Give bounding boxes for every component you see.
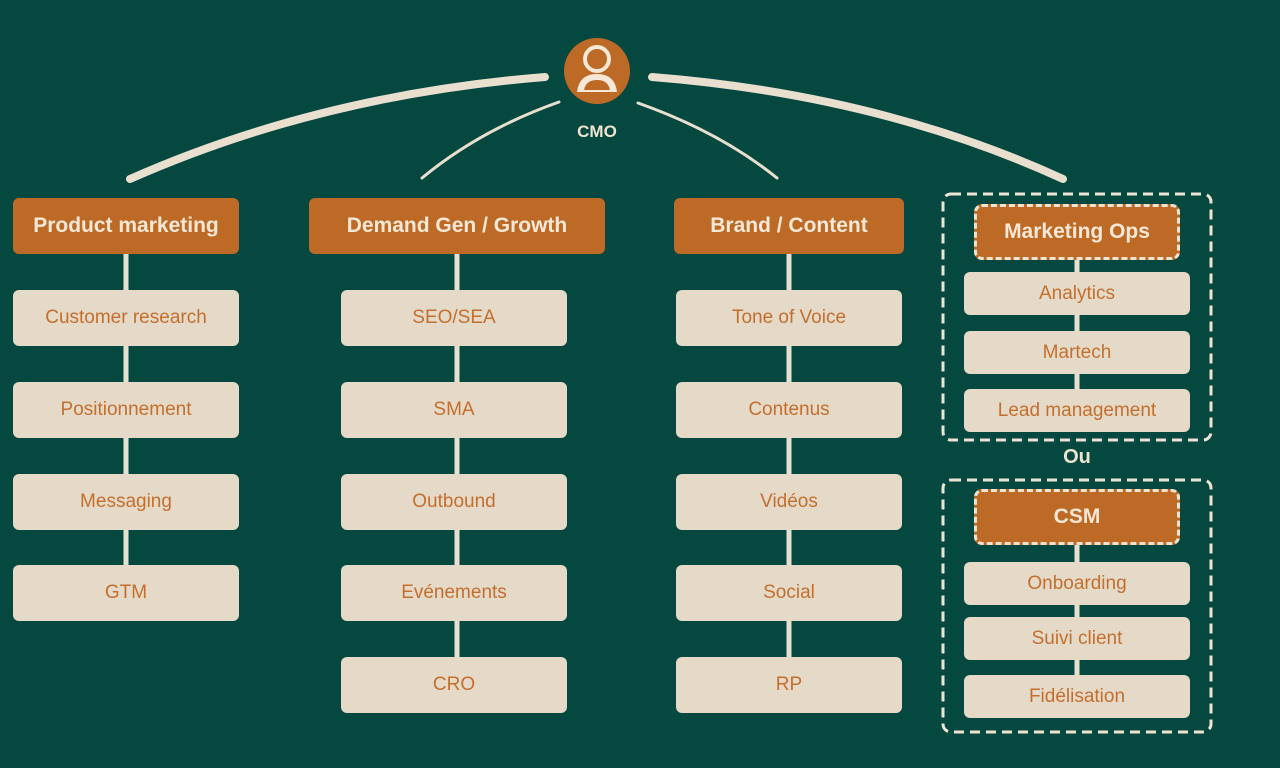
item-tone-of-voice: Tone of Voice bbox=[676, 290, 902, 346]
item-suivi-client: Suivi client bbox=[964, 617, 1190, 660]
branch-demand-gen bbox=[420, 100, 561, 180]
branch-product-marketing bbox=[126, 73, 549, 183]
item-analytics: Analytics bbox=[964, 272, 1190, 315]
head-product-marketing: Product marketing bbox=[13, 198, 239, 254]
item-outbound: Outbound bbox=[341, 474, 567, 530]
head-csm: CSM bbox=[974, 489, 1180, 545]
alternative-group-outline-1 bbox=[941, 192, 1213, 442]
item-cro: CRO bbox=[341, 657, 567, 713]
item-evenements: Evénements bbox=[341, 565, 567, 621]
item-positionnement: Positionnement bbox=[13, 382, 239, 438]
item-videos: Vidéos bbox=[676, 474, 902, 530]
item-fidelisation: Fidélisation bbox=[964, 675, 1190, 718]
item-rp: RP bbox=[676, 657, 902, 713]
branch-alternatives bbox=[648, 73, 1067, 183]
item-lead-management: Lead management bbox=[964, 389, 1190, 432]
item-contenus: Contenus bbox=[676, 382, 902, 438]
person-icon bbox=[564, 38, 630, 104]
head-demand-gen-growth: Demand Gen / Growth bbox=[309, 198, 605, 254]
item-customer-research: Customer research bbox=[13, 290, 239, 346]
item-sma: SMA bbox=[341, 382, 567, 438]
item-social: Social bbox=[676, 565, 902, 621]
item-seo-sea: SEO/SEA bbox=[341, 290, 567, 346]
item-onboarding: Onboarding bbox=[964, 562, 1190, 605]
head-marketing-ops: Marketing Ops bbox=[974, 204, 1180, 260]
item-martech: Martech bbox=[964, 331, 1190, 374]
head-brand-content: Brand / Content bbox=[674, 198, 904, 254]
item-messaging: Messaging bbox=[13, 474, 239, 530]
cmo-label: CMO bbox=[577, 122, 617, 141]
item-gtm: GTM bbox=[13, 565, 239, 621]
or-separator: Ou bbox=[1063, 446, 1091, 468]
branch-brand-content bbox=[636, 101, 779, 180]
